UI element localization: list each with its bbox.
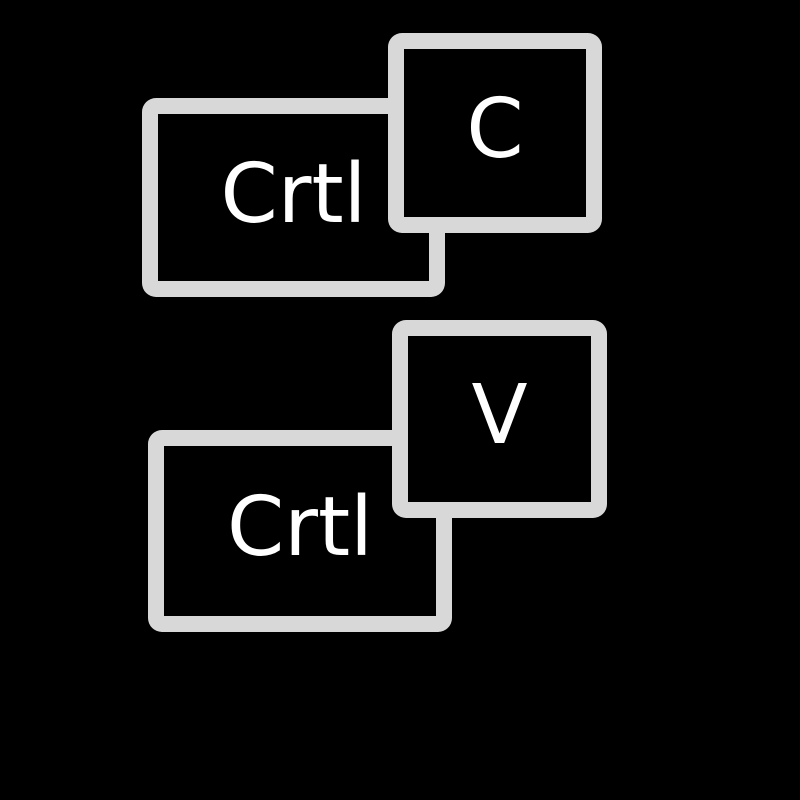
c-key: C: [388, 33, 602, 233]
v-key-label: V: [471, 368, 528, 463]
ctrl-key-paste-label: Crtl: [227, 480, 373, 575]
v-key: V: [392, 320, 607, 518]
ctrl-key-copy-label: Crtl: [220, 146, 367, 242]
c-key-label: C: [466, 82, 524, 177]
